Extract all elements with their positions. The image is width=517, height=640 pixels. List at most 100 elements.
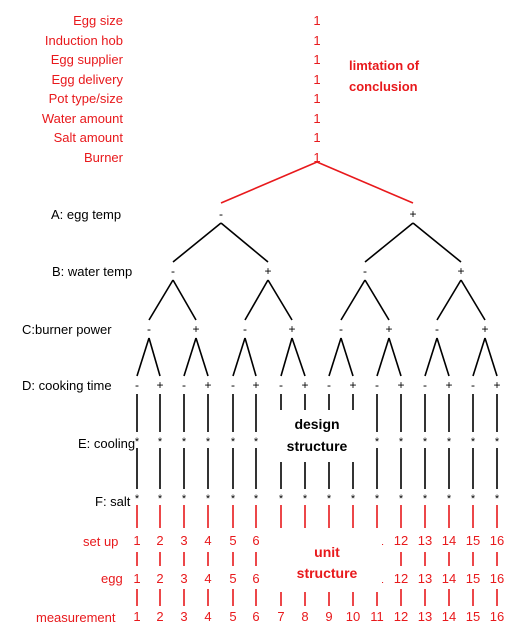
a-branch-line bbox=[412, 222, 462, 263]
setup-row-label: set up bbox=[83, 534, 119, 549]
limitation-note-line1: limtation of bbox=[349, 58, 420, 73]
constant-factor-label: Burner bbox=[83, 149, 123, 165]
design-structure-line2: structure bbox=[286, 438, 348, 454]
measurement-number: 13 bbox=[417, 609, 433, 624]
a-branch-line bbox=[220, 222, 269, 263]
egg-number: 15 bbox=[465, 571, 481, 586]
constant-factor-value: 1 bbox=[313, 130, 321, 145]
measurement-number: 16 bbox=[489, 609, 505, 624]
f-level-star: * bbox=[278, 493, 284, 505]
f-level-star: * bbox=[230, 493, 236, 505]
setup-number: 5 bbox=[229, 533, 237, 548]
egg-number: 5 bbox=[229, 571, 237, 586]
egg-row-label: egg bbox=[101, 571, 123, 586]
c-branch-line bbox=[244, 337, 257, 377]
setup-number: 15 bbox=[465, 533, 481, 548]
design-structure-line1: design bbox=[294, 416, 340, 432]
f-level-star: * bbox=[157, 493, 163, 505]
measurement-number: 9 bbox=[325, 609, 333, 624]
c-level-sign: - bbox=[339, 322, 343, 336]
measurement-number: 11 bbox=[370, 609, 384, 624]
c-branch-line bbox=[388, 337, 402, 377]
measurement-number: 12 bbox=[393, 609, 409, 624]
a-level-sign: + bbox=[409, 207, 417, 221]
constant-factor-value: 1 bbox=[313, 32, 321, 48]
c-branch-line bbox=[232, 337, 246, 377]
f-level-star: * bbox=[326, 493, 332, 505]
f-level-star: * bbox=[205, 493, 211, 505]
setup-number: 3 bbox=[180, 533, 188, 548]
f-level-star: * bbox=[253, 493, 259, 505]
factor-c-label: C:burner power bbox=[22, 322, 112, 337]
e-level-star: * bbox=[446, 436, 452, 448]
egg-number: 4 bbox=[204, 571, 212, 586]
f-level-star: * bbox=[374, 493, 380, 505]
constant-factor-label: Water amount bbox=[41, 110, 123, 126]
setup-number: 6 bbox=[252, 533, 260, 548]
c-branch-line bbox=[183, 337, 197, 377]
a-branch-line bbox=[172, 222, 222, 263]
egg-number: 13 bbox=[417, 571, 433, 586]
constant-factor-value: 1 bbox=[313, 13, 321, 28]
setup-number: 14 bbox=[441, 533, 457, 548]
root-branch-line bbox=[220, 161, 318, 204]
measurement-number: 1 bbox=[133, 609, 141, 624]
f-level-star: * bbox=[422, 493, 428, 505]
setup-number: 4 bbox=[204, 533, 212, 548]
egg-number: 2 bbox=[156, 571, 164, 586]
e-level-star: * bbox=[398, 436, 404, 448]
e-level-star: * bbox=[470, 436, 476, 448]
e-level-star: * bbox=[422, 436, 428, 448]
constant-factor-value: 1 bbox=[313, 71, 321, 87]
c-branch-line bbox=[340, 337, 354, 377]
d-level-sign: + bbox=[445, 378, 453, 392]
e-level-star: * bbox=[157, 436, 163, 448]
e-level-star: * bbox=[494, 436, 500, 448]
a-level-sign: - bbox=[219, 207, 223, 221]
egg-number: 14 bbox=[441, 571, 457, 586]
e-level-star: * bbox=[134, 436, 140, 448]
constant-factor-label: Egg delivery bbox=[51, 71, 123, 87]
egg-number: 1 bbox=[133, 571, 141, 586]
b-level-sign: + bbox=[264, 264, 272, 278]
d-level-sign: + bbox=[204, 378, 212, 392]
c-branch-line bbox=[136, 337, 150, 377]
d-level-sign: - bbox=[279, 378, 283, 392]
measurement-number: 4 bbox=[204, 609, 212, 624]
d-level-sign: + bbox=[349, 378, 357, 392]
b-branch-line bbox=[364, 279, 390, 321]
constant-factor-label: Pot type/size bbox=[48, 91, 123, 106]
d-level-sign: - bbox=[135, 378, 139, 392]
a-branch-line bbox=[364, 222, 414, 263]
c-branch-line bbox=[195, 337, 209, 377]
c-level-sign: + bbox=[481, 322, 489, 336]
f-level-star: * bbox=[181, 493, 187, 505]
f-level-star: * bbox=[302, 493, 308, 505]
c-branch-line bbox=[484, 337, 498, 377]
measurement-number: 6 bbox=[252, 609, 260, 624]
constant-factor-label: Induction hob bbox=[44, 32, 123, 48]
b-branch-line bbox=[267, 279, 293, 321]
f-level-star: * bbox=[446, 493, 452, 505]
factor-d-label: D: cooking time bbox=[22, 378, 112, 393]
factor-b-label: B: water temp bbox=[52, 264, 133, 279]
b-branch-line bbox=[244, 279, 269, 321]
d-level-sign: - bbox=[327, 378, 331, 392]
unit-structure-box bbox=[268, 532, 382, 592]
c-level-sign: - bbox=[243, 322, 247, 336]
e-level-star: * bbox=[230, 436, 236, 448]
measurement-number: 2 bbox=[156, 609, 164, 624]
setup-number: 1 bbox=[133, 533, 141, 548]
c-branch-line bbox=[424, 337, 438, 377]
unit-structure-line1: unit bbox=[314, 544, 340, 560]
measurement-number: 3 bbox=[180, 609, 188, 624]
d-level-sign: + bbox=[252, 378, 260, 392]
c-branch-line bbox=[291, 337, 306, 377]
e-level-star: * bbox=[181, 436, 187, 448]
design-structure-box bbox=[272, 410, 364, 462]
factor-e-label: E: cooling bbox=[78, 436, 136, 451]
egg-number: 3 bbox=[180, 571, 188, 586]
factor-f-label: F: salt bbox=[95, 494, 131, 509]
